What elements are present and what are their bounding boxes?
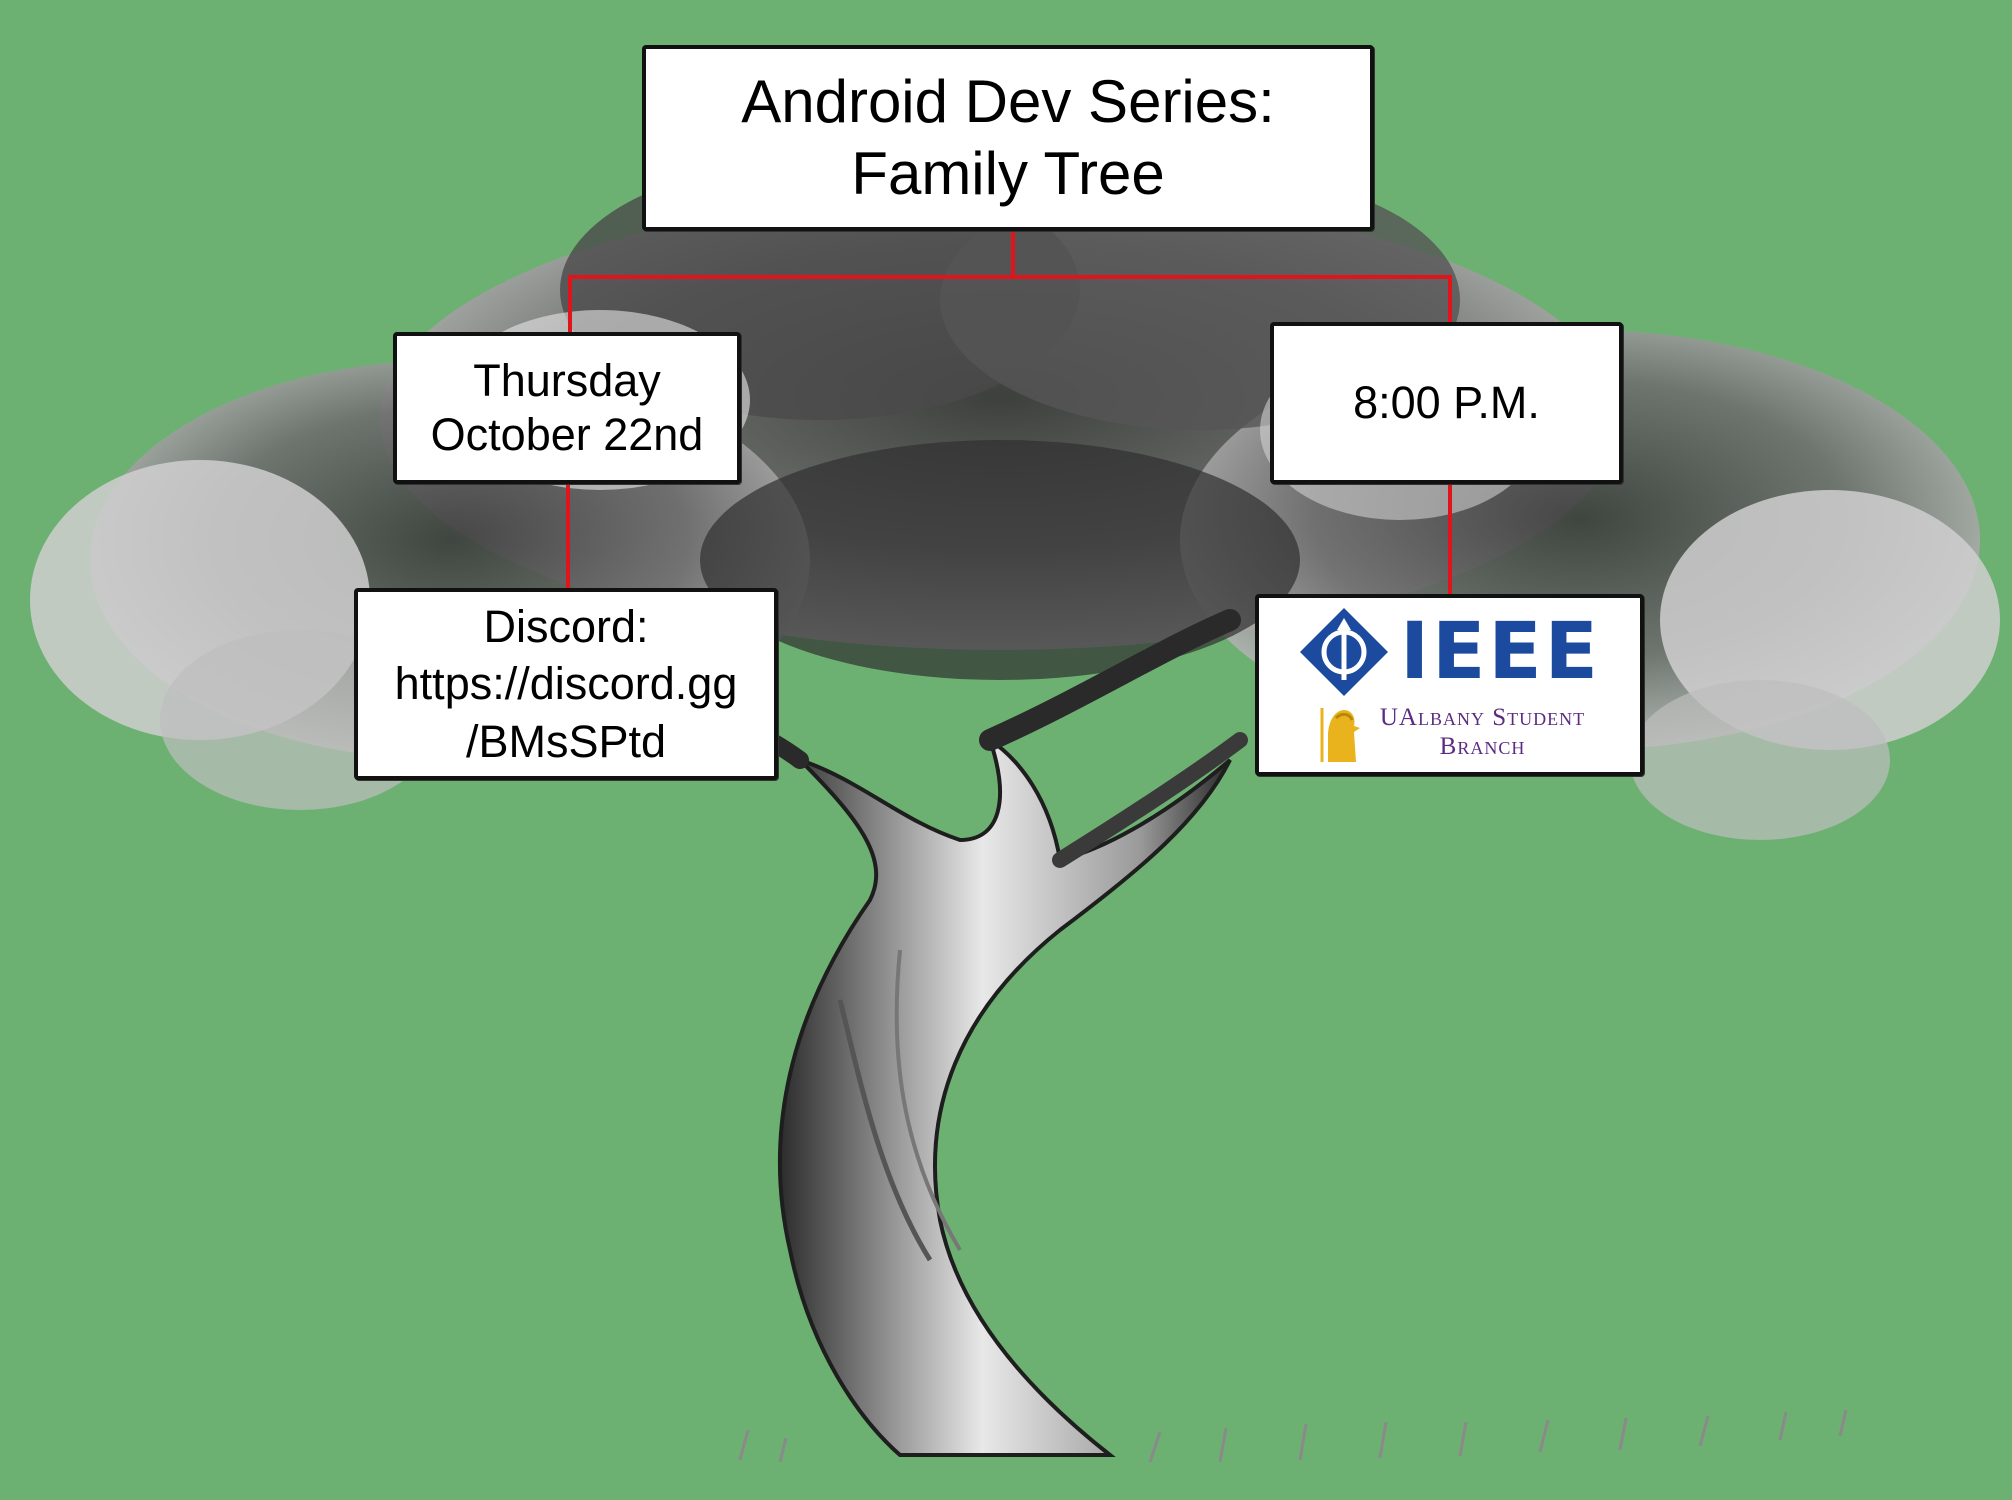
branch-line1: UAlbany Student	[1379, 704, 1586, 732]
discord-box: Discord: https://discord.gg /BMsSPtd	[354, 588, 778, 780]
date-day: Thursday	[473, 355, 661, 406]
discord-link-part2[interactable]: /BMsSPtd	[465, 715, 667, 767]
discord-label: Discord:	[483, 600, 649, 652]
ualbany-minerva-icon	[1313, 702, 1366, 764]
date-box: Thursday October 22nd	[393, 332, 741, 484]
ualbany-branch-row: UAlbany Student Branch	[1273, 702, 1626, 764]
time-box: 8:00 P.M.	[1270, 322, 1623, 484]
discord-link-part1[interactable]: https://discord.gg	[394, 658, 738, 710]
connector-right	[1013, 275, 1452, 322]
branch-line2: Branch	[1439, 733, 1526, 760]
ieee-logo-row: IEEE	[1273, 606, 1626, 698]
ieee-logo-box: IEEE UAlbany Student Branch	[1255, 594, 1644, 776]
ieee-diamond-icon	[1300, 608, 1389, 696]
ualbany-branch-text: UAlbany Student Branch	[1380, 704, 1585, 762]
title-line1: Android Dev Series:	[741, 68, 1275, 135]
date-date: October 22nd	[430, 409, 704, 460]
connector-left	[568, 275, 1013, 332]
connector-lines	[566, 231, 1452, 594]
time-text: 8:00 P.M.	[1353, 377, 1540, 428]
title-line2: Family Tree	[851, 140, 1165, 207]
grass	[738, 1409, 1848, 1463]
title-box: Android Dev Series: Family Tree	[642, 45, 1374, 231]
ieee-wordmark: IEEE	[1400, 607, 1601, 697]
